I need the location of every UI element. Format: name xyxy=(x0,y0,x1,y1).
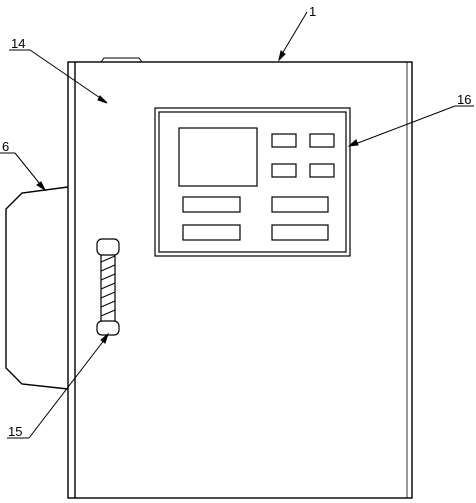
cabinet-outline xyxy=(67,61,413,499)
panel-button-1 xyxy=(271,133,297,148)
panel-slot-4 xyxy=(271,224,329,241)
leader-14 xyxy=(29,49,107,103)
door-handle xyxy=(96,238,120,336)
leader-1 xyxy=(278,11,308,60)
leader-6-arrow xyxy=(36,181,47,192)
panel-slot-1 xyxy=(182,196,241,213)
label-6: 6 xyxy=(2,139,9,154)
label-16: 16 xyxy=(457,92,471,107)
panel-slot-2 xyxy=(271,196,329,213)
label-1: 1 xyxy=(309,4,316,19)
panel-slot-3 xyxy=(182,224,241,241)
leader-16-arrow xyxy=(347,139,359,147)
label-15: 15 xyxy=(8,424,22,439)
cabinet xyxy=(67,57,413,499)
panel-button-4 xyxy=(309,163,335,178)
handle-grip-hatching xyxy=(100,255,116,317)
leader-14-arrow xyxy=(97,95,108,104)
control-panel xyxy=(154,107,351,257)
control-panel-outer xyxy=(154,107,351,257)
panel-button-2 xyxy=(309,133,335,148)
control-panel-inner xyxy=(158,111,347,253)
leader-15 xyxy=(28,334,109,439)
side-bracket xyxy=(5,186,69,390)
leader-16 xyxy=(349,105,456,147)
label-14: 14 xyxy=(11,36,25,51)
panel-button-3 xyxy=(271,163,297,178)
leader-15-arrow xyxy=(100,332,110,344)
leader-lines xyxy=(0,11,474,439)
top-vent-bump xyxy=(100,57,143,63)
handle-top-cap xyxy=(96,238,120,256)
display-screen xyxy=(178,127,258,187)
reference-numerals: 1 14 16 6 15 xyxy=(2,4,471,439)
handle-bottom-cap xyxy=(96,320,120,336)
leader-1-arrow xyxy=(278,50,286,62)
